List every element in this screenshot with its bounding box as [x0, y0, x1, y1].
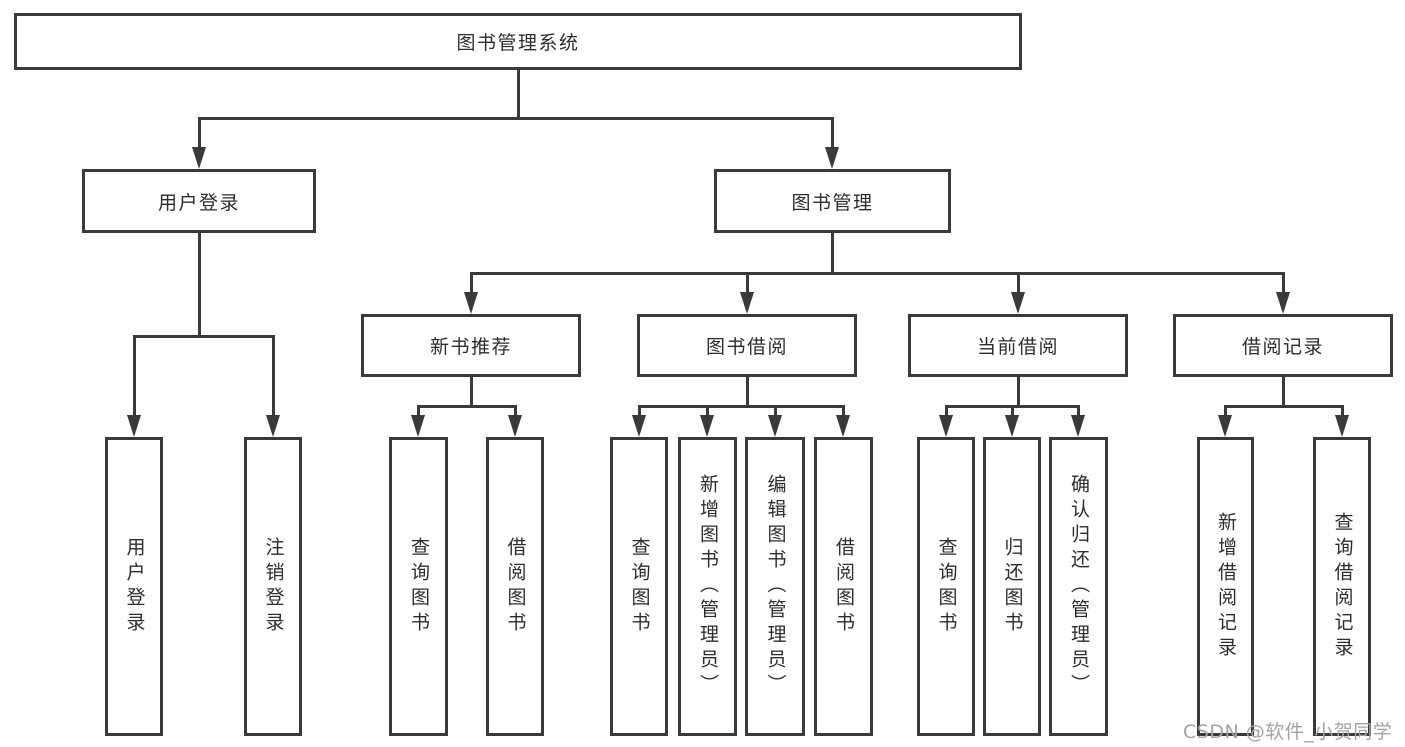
arrowhead-down-icon: [127, 415, 141, 437]
node-new-book-recommend-label: 新书推荐: [429, 336, 512, 358]
connector-drop: [132, 336, 136, 417]
node-root: 图书管理系统: [14, 13, 1022, 70]
connector-drop: [1281, 273, 1285, 294]
connector-drop: [637, 406, 641, 417]
leaf-query-record-label: 查询借阅记录: [1331, 511, 1354, 662]
connector-bar-level2: [469, 271, 1285, 275]
connector-drop: [830, 118, 834, 149]
connector-drop: [1016, 273, 1020, 294]
node-current-borrow-label: 当前借阅: [976, 336, 1059, 358]
arrowhead-down-icon: [825, 147, 839, 169]
connector-trunk-root: [516, 70, 520, 118]
arrowhead-down-icon: [1276, 292, 1290, 314]
leaf-borrow-add-book: 新增图书（管理员）: [678, 437, 737, 736]
node-root-label: 图书管理系统: [456, 32, 580, 54]
leaf-user-login: 用户登录: [105, 437, 163, 736]
leaf-newbook-borrow: 借阅图书: [486, 437, 544, 736]
leaf-query-record: 查询借阅记录: [1313, 437, 1371, 736]
connector-trunk-book-borrow: [745, 377, 749, 406]
leaf-borrow-book: 借阅图书: [814, 437, 873, 736]
arrowhead-down-icon: [508, 415, 522, 437]
arrowhead-down-icon: [1005, 415, 1019, 437]
watermark: CSDN @软件_小贺同学: [1183, 721, 1393, 743]
leaf-borrow-query: 查询图书: [610, 437, 668, 736]
leaf-borrow-add-book-label: 新增图书（管理员）: [697, 474, 719, 699]
arrowhead-down-icon: [1335, 415, 1349, 437]
arrowhead-down-icon: [1218, 415, 1232, 437]
leaf-user-login-label: 用户登录: [123, 536, 146, 637]
leaf-add-record-label: 新增借阅记录: [1215, 511, 1237, 662]
connector-trunk-new-book: [469, 377, 473, 406]
leaf-confirm-return-label: 确认归还（管理员）: [1068, 474, 1090, 699]
arrowhead-down-icon: [1071, 415, 1085, 437]
arrowhead-down-icon: [740, 292, 754, 314]
arrowhead-down-icon: [700, 415, 714, 437]
leaf-newbook-query: 查询图书: [389, 437, 448, 736]
leaf-borrow-edit-book: 编辑图书（管理员）: [745, 437, 805, 736]
leaf-return-book-label: 归还图书: [1001, 536, 1024, 637]
node-book-management: 图书管理: [714, 169, 951, 233]
node-user-login-label: 用户登录: [157, 191, 240, 214]
leaf-newbook-borrow-label: 借阅图书: [504, 536, 527, 637]
arrowhead-down-icon: [411, 415, 425, 437]
connector-trunk-current-borrow: [1016, 377, 1020, 406]
connector-drop: [469, 273, 473, 294]
arrowhead-down-icon: [1011, 292, 1025, 314]
leaf-logout: 注销登录: [244, 437, 302, 736]
connector-drop: [705, 406, 709, 417]
node-borrow-record-label: 借阅记录: [1241, 336, 1324, 358]
leaf-borrow-edit-book-label: 编辑图书（管理员）: [764, 474, 787, 699]
connector-drop: [197, 118, 201, 149]
arrowhead-down-icon: [464, 292, 478, 314]
node-new-book-recommend: 新书推荐: [361, 314, 581, 377]
connector-bar-user-login: [132, 334, 275, 338]
connector-drop: [513, 406, 517, 417]
node-borrow-record: 借阅记录: [1173, 314, 1393, 377]
node-user-login: 用户登录: [82, 169, 316, 233]
connector-bar-borrow-record: [1223, 404, 1344, 408]
arrowhead-down-icon: [768, 415, 782, 437]
connector-bar-book-borrow: [637, 404, 845, 408]
arrowhead-down-icon: [836, 415, 850, 437]
connector-drop: [1010, 406, 1014, 417]
leaf-borrow-query-label: 查询图书: [628, 536, 651, 637]
connector-drop: [944, 406, 948, 417]
leaf-current-query-label: 查询图书: [935, 536, 958, 637]
connector-drop: [745, 273, 749, 294]
connector-drop: [1340, 406, 1344, 417]
connector-trunk-book-management: [830, 233, 834, 273]
arrowhead-down-icon: [266, 415, 280, 437]
connector-trunk-user-login: [197, 233, 201, 336]
arrowhead-down-icon: [192, 147, 206, 169]
leaf-newbook-query-label: 查询图书: [408, 536, 430, 637]
connector-drop: [1223, 406, 1227, 417]
node-book-management-label: 图书管理: [791, 191, 874, 214]
node-book-borrow-label: 图书借阅: [705, 336, 788, 358]
leaf-return-book: 归还图书: [983, 437, 1041, 736]
connector-drop: [1076, 406, 1080, 417]
connector-bar-new-book: [416, 404, 517, 408]
leaf-borrow-book-label: 借阅图书: [833, 536, 855, 637]
connector-drop: [773, 406, 777, 417]
connector-drop: [841, 406, 845, 417]
leaf-current-query: 查询图书: [917, 437, 975, 736]
connector-drop: [416, 406, 420, 417]
leaf-confirm-return: 确认归还（管理员）: [1049, 437, 1108, 736]
connector-trunk-borrow-record: [1281, 377, 1285, 406]
connector-bar-level1: [197, 116, 834, 120]
node-book-borrow: 图书借阅: [637, 314, 857, 377]
leaf-logout-label: 注销登录: [262, 536, 285, 637]
arrowhead-down-icon: [632, 415, 646, 437]
connector-drop: [271, 336, 275, 417]
leaf-add-record: 新增借阅记录: [1197, 437, 1254, 736]
arrowhead-down-icon: [939, 415, 953, 437]
node-current-borrow: 当前借阅: [908, 314, 1128, 377]
